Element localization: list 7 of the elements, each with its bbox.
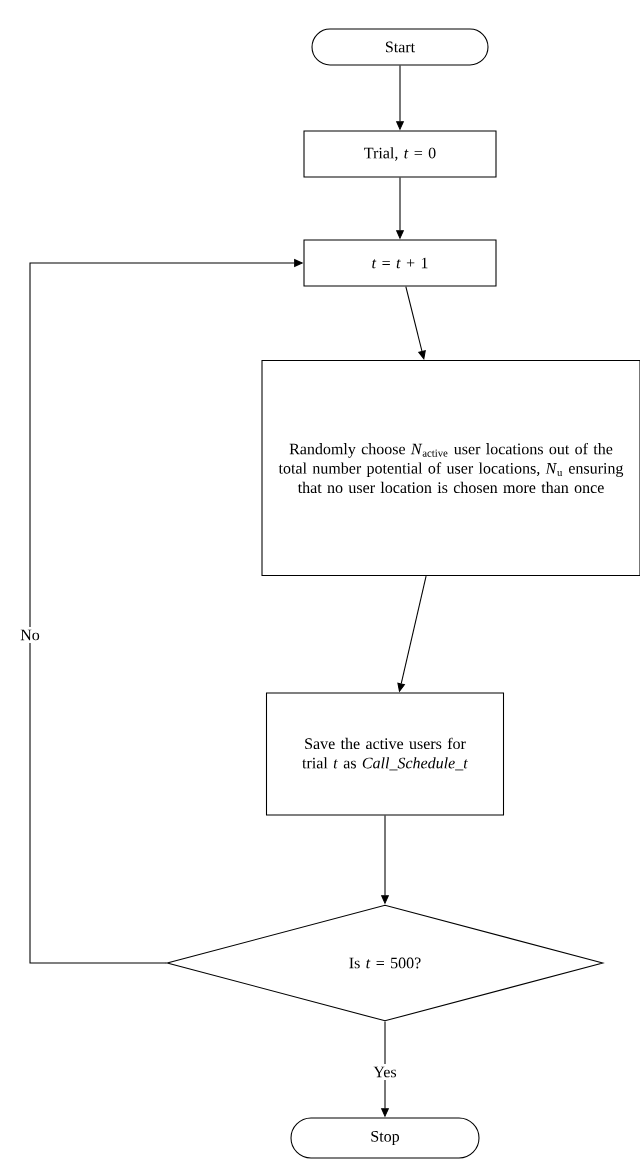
process-box: Trial, t = 0 — [303, 130, 497, 178]
process-box: t = t + 1 — [303, 239, 497, 287]
process-box: Randomly choose N$_{active}$ user locations out of the total number potential of user locations, N$_{u}$ ensuring that no user location is chosen more than once — [261, 359, 640, 577]
edge-label: Yes — [370, 1064, 400, 1080]
process-box: Save the active users for trial t as Call_Schedule_t — [265, 692, 505, 816]
arrow — [405, 286, 426, 360]
edge-label: No — [17, 627, 43, 643]
